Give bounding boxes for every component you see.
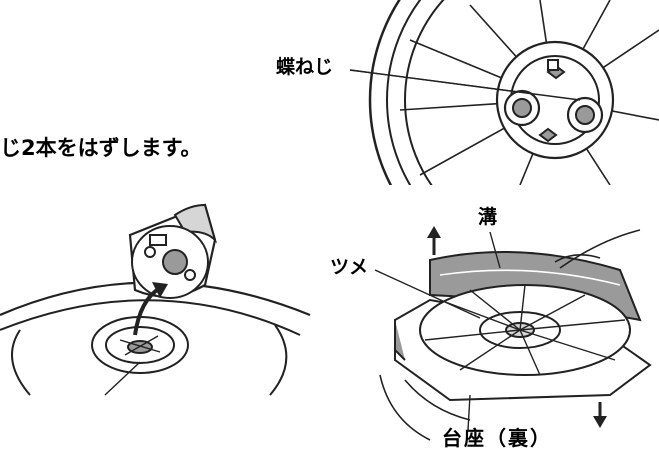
instruction-text: じ2本をはずします。 bbox=[0, 136, 202, 160]
base-underside bbox=[379, 226, 652, 441]
wing-screw-leaders bbox=[349, 69, 581, 101]
base-back-label: 台座（裏） bbox=[442, 426, 552, 450]
hub-with-wing-screws bbox=[368, 0, 659, 185]
wing-screw-label: 蝶ねじ bbox=[276, 56, 334, 78]
lamp-head-rotation bbox=[0, 203, 311, 396]
claw-label: ツメ bbox=[330, 256, 369, 278]
groove-label: 溝 bbox=[478, 206, 498, 228]
base-leaders bbox=[374, 231, 501, 431]
